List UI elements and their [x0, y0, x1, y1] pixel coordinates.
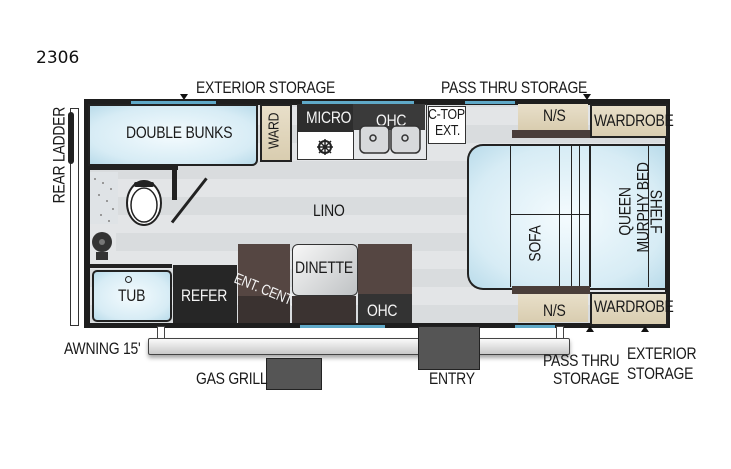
counter-top-extension	[428, 106, 466, 144]
label-exterior-storage-top: EXTERIOR STORAGE	[196, 78, 336, 97]
label-double-bunks: DOUBLE BUNKS	[126, 123, 233, 142]
dinette-seat	[292, 296, 356, 323]
divider	[589, 144, 591, 287]
label-ns-bottom: N/S	[543, 301, 566, 320]
window	[465, 101, 515, 104]
nightstand-top	[518, 104, 588, 130]
label-wardrobe-bottom: WARDROBE	[594, 297, 674, 316]
window	[131, 101, 216, 104]
dinette-table	[292, 244, 358, 296]
divider	[510, 214, 589, 215]
entry-door[interactable]	[418, 326, 480, 370]
model-number: 2306	[36, 48, 80, 68]
divider	[579, 144, 580, 287]
water-heater-icon	[90, 226, 116, 262]
label-dinette: DINETTE	[295, 258, 353, 277]
bathroom-wall	[90, 164, 178, 170]
exterior-storage-marker-bottom	[641, 326, 649, 332]
toilet-icon	[126, 180, 162, 226]
label-shelf: SHELF	[646, 189, 666, 234]
label-tub: TUB	[118, 286, 146, 305]
label-pass-thru-bottom-line2: STORAGE	[553, 369, 620, 388]
label-ctop-ext-line1: C-TOP	[428, 106, 465, 123]
label-queen: QUEEN	[615, 187, 635, 236]
pass-thru-storage-marker-bottom	[586, 326, 594, 332]
ladder-bracket	[68, 112, 74, 164]
label-wardrobe-top: WARDROBE	[594, 111, 674, 130]
awning	[148, 338, 570, 355]
label-refer: REFER	[181, 286, 228, 305]
label-ward: WARD	[265, 112, 283, 149]
window	[300, 325, 385, 328]
tub	[92, 270, 172, 322]
rear-ladder	[70, 108, 79, 326]
label-lino: LINO	[313, 201, 345, 220]
nightstand-top-edge	[512, 130, 590, 138]
label-ohc-kitchen: OHC	[376, 111, 407, 130]
label-exterior-storage-bottom-line2: STORAGE	[627, 364, 694, 383]
label-ctop-ext-line2: EXT.	[435, 122, 460, 139]
tub-drain	[125, 276, 132, 283]
label-rear-ladder: REAR LADDER	[49, 106, 69, 204]
microwave	[297, 104, 353, 132]
dinette-seat-base	[238, 296, 290, 323]
window	[302, 101, 414, 104]
stove-burner-icon	[317, 139, 333, 155]
label-pass-thru-storage-top: PASS THRU STORAGE	[441, 78, 588, 97]
exterior-storage-marker	[180, 94, 188, 100]
nightstand-bottom	[518, 294, 588, 322]
wardrobe-bottom	[590, 292, 668, 326]
label-micro: MICRO	[306, 108, 352, 127]
label-ohc-dinette: OHC	[367, 301, 398, 320]
bathroom-wall	[90, 264, 172, 268]
sofa-murphy-bed-area	[467, 144, 665, 290]
ward-cabinet	[260, 104, 292, 162]
label-entry: ENTRY	[429, 369, 475, 388]
label-exterior-storage-bottom-line1: EXTERIOR	[627, 344, 697, 363]
shower-texture	[94, 178, 96, 180]
label-sofa: SOFA	[525, 225, 545, 262]
window	[515, 325, 555, 328]
label-ns-top: N/S	[543, 106, 566, 125]
divider	[571, 144, 572, 287]
label-awning: AWNING 15'	[64, 339, 141, 358]
bathroom-wall	[172, 164, 177, 200]
shower-icon	[90, 172, 118, 224]
divider	[648, 144, 649, 287]
overhead-cabinet-dinette	[358, 294, 412, 323]
label-gas-grill: GAS GRILL	[196, 369, 268, 388]
divider	[559, 144, 560, 287]
refrigerator	[173, 265, 237, 323]
wardrobe-top	[590, 104, 668, 138]
nightstand-bottom-edge	[512, 286, 590, 294]
divider	[510, 144, 511, 287]
label-pass-thru-bottom-line1: PASS THRU	[543, 351, 620, 370]
double-sink-icon	[359, 125, 421, 154]
pass-thru-storage-marker	[583, 94, 591, 100]
gas-grill	[266, 358, 322, 390]
